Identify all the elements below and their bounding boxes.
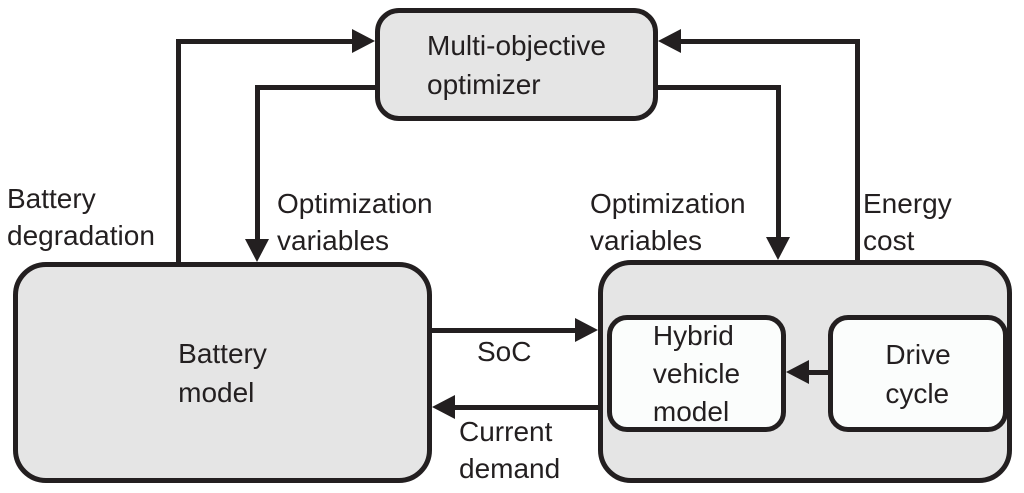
edge-battery-degradation-horizontal [176, 39, 353, 44]
node-battery-model: Battery model [13, 262, 432, 483]
label-current-demand: Current demand [459, 416, 561, 484]
label-optimization-variables-right: Optimization variables [590, 188, 746, 256]
arrowhead-soc [575, 318, 598, 342]
edge-energy-cost-vertical [855, 39, 860, 260]
node-hybrid-vehicle-model: Hybrid vehicle model [607, 315, 786, 432]
edge-optvars-right-vertical [776, 85, 781, 237]
edge-optvars-left-horizontal [257, 85, 375, 90]
label-optimization-variables-left: Optimization variables [277, 188, 433, 256]
edge-current-demand [454, 405, 598, 410]
edge-optvars-left-vertical [255, 85, 260, 239]
edge-battery-degradation-vertical [176, 39, 181, 262]
edge-optvars-right-horizontal [658, 85, 781, 90]
label-energy-cost: Energy cost [863, 188, 952, 256]
arrowhead-drive-to-hybrid [786, 360, 809, 384]
edge-energy-cost-horizontal [680, 39, 860, 44]
node-hybrid-vehicle-model-label: Hybrid vehicle model [652, 319, 741, 427]
label-battery-degradation: Battery degradation [7, 183, 155, 251]
arrowhead-into-vehicle-subsystem [766, 237, 790, 260]
node-multi-objective-optimizer-label: Multi-objective optimizer [427, 29, 606, 100]
node-battery-model-label: Battery model [178, 337, 267, 408]
arrowhead-into-battery-model [245, 239, 269, 262]
edge-drive-to-hybrid [808, 370, 828, 375]
arrowhead-into-optimizer-right [658, 29, 681, 53]
node-drive-cycle: Drive cycle [828, 315, 1008, 432]
label-soc: SoC [477, 336, 532, 367]
arrowhead-into-optimizer-left [352, 29, 375, 53]
edge-soc [432, 328, 576, 333]
node-multi-objective-optimizer: Multi-objective optimizer [375, 8, 658, 121]
node-drive-cycle-label: Drive cycle [885, 338, 951, 409]
arrowhead-current-demand [432, 395, 455, 419]
